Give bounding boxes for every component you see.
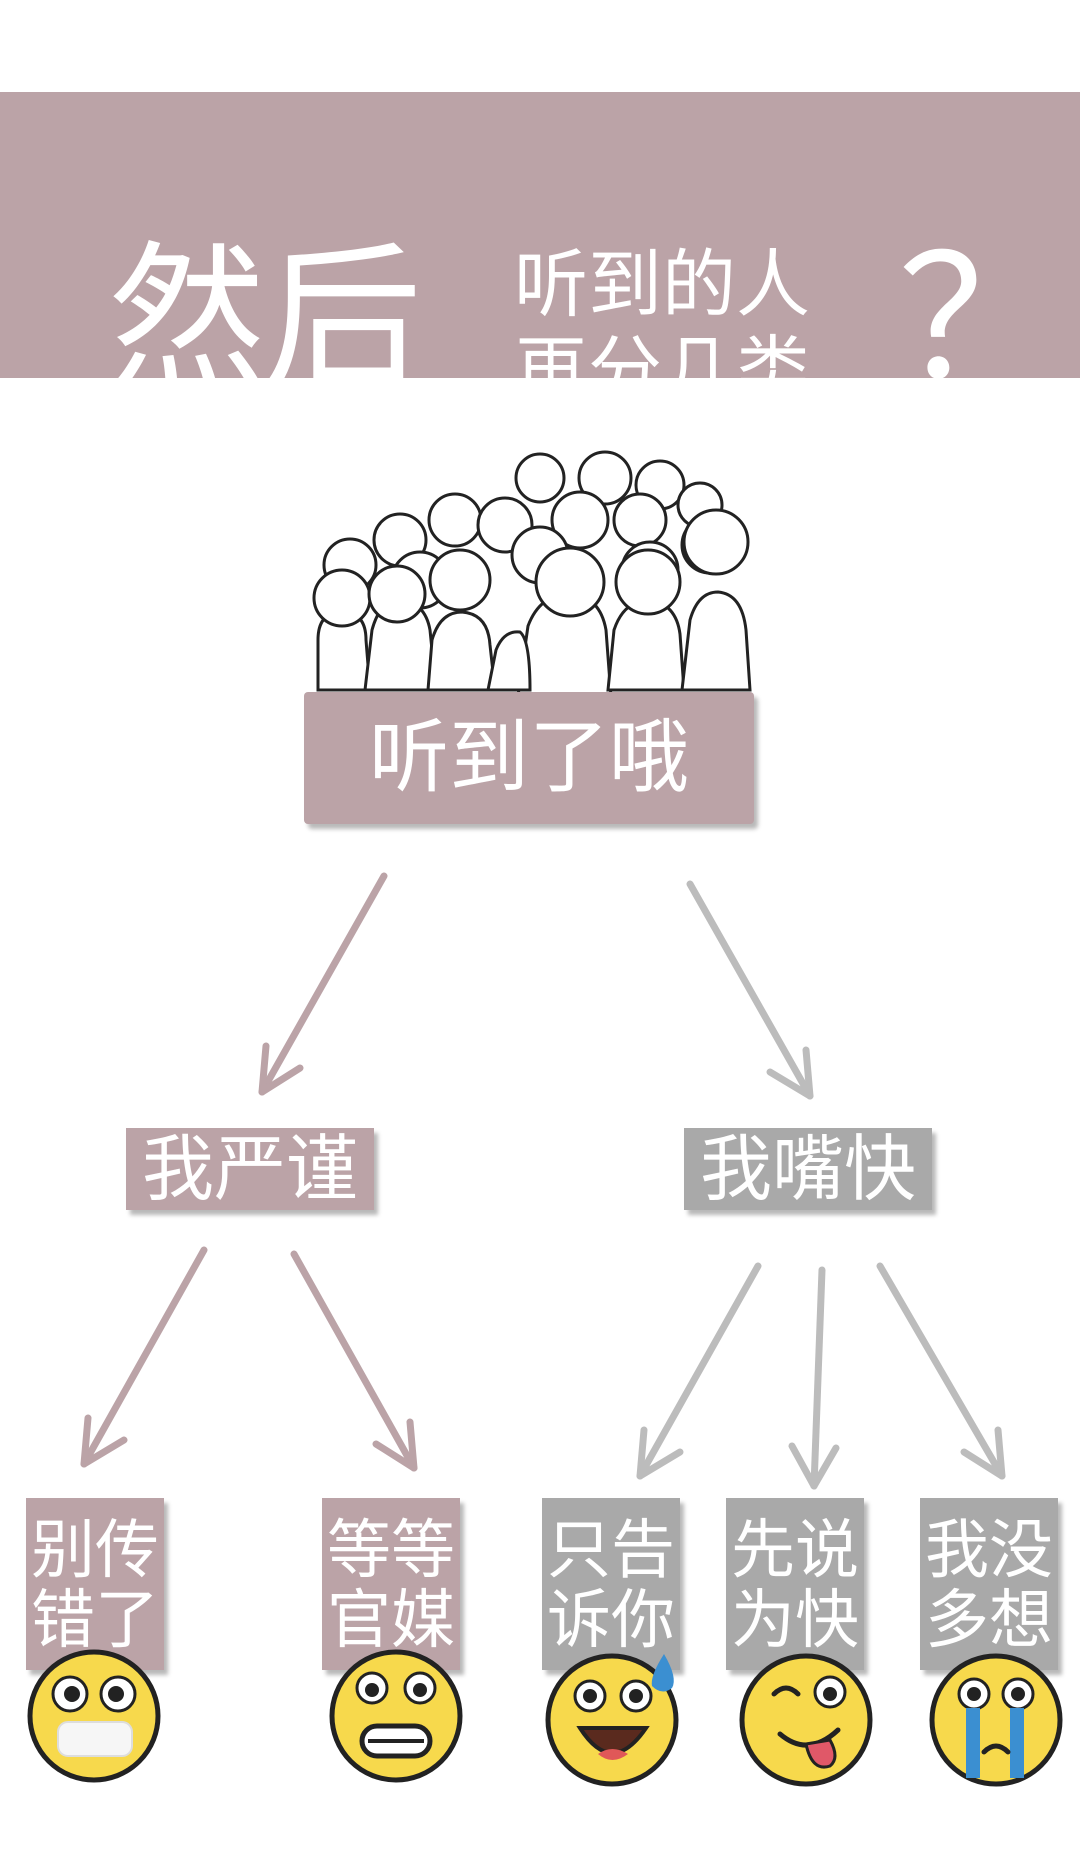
- crowd-person: [614, 548, 682, 616]
- crying-emoji-icon: [929, 1653, 1063, 1787]
- leaf-node-4: 先说为快: [726, 1498, 864, 1670]
- leaf-node-3: 只告诉你: [542, 1498, 680, 1670]
- title-banner: 然后 听到的人 再分几类 ？: [0, 92, 1080, 419]
- leaf-node-5: 我没多想: [920, 1498, 1058, 1670]
- title-subtitle: 听到的人 再分几类: [514, 242, 854, 414]
- arrow-root-left: [258, 872, 388, 1096]
- scared-emoji-icon: [27, 1649, 161, 1783]
- tongue-emoji-icon: [739, 1653, 873, 1787]
- branch-node-quick: 我嘴快: [684, 1128, 932, 1210]
- leaf-node-1: 别传错了: [26, 1498, 164, 1670]
- branch-node-careful: 我严谨: [126, 1128, 374, 1210]
- arrow-root-right: [686, 880, 814, 1100]
- crowd-person: [682, 508, 750, 576]
- crowd-person: [428, 548, 492, 612]
- arrow-right-leaf5: [876, 1262, 1006, 1480]
- crowd-person: [367, 564, 427, 624]
- grimace-emoji-icon: [329, 1649, 463, 1783]
- title-subtitle-line1: 听到的人: [514, 242, 810, 328]
- title-subtitle-line2: 再分几类: [514, 328, 810, 414]
- title-main: 然后: [108, 228, 422, 412]
- arrow-right-leaf4: [788, 1266, 840, 1490]
- arrow-left-leaf1: [80, 1246, 208, 1468]
- arrow-right-leaf3: [636, 1262, 762, 1480]
- crowd-person: [426, 610, 497, 692]
- arrow-left-leaf2: [290, 1250, 418, 1472]
- leaf-node-2: 等等官媒: [322, 1498, 460, 1670]
- sweat-emoji-icon: [545, 1653, 679, 1787]
- question-mark: ？: [898, 221, 1069, 419]
- crowd-person: [486, 630, 532, 692]
- crowd-icon: [312, 450, 752, 712]
- crowd-person: [534, 546, 606, 618]
- crowd-person: [680, 590, 752, 692]
- root-node: 听到了哦: [304, 692, 754, 824]
